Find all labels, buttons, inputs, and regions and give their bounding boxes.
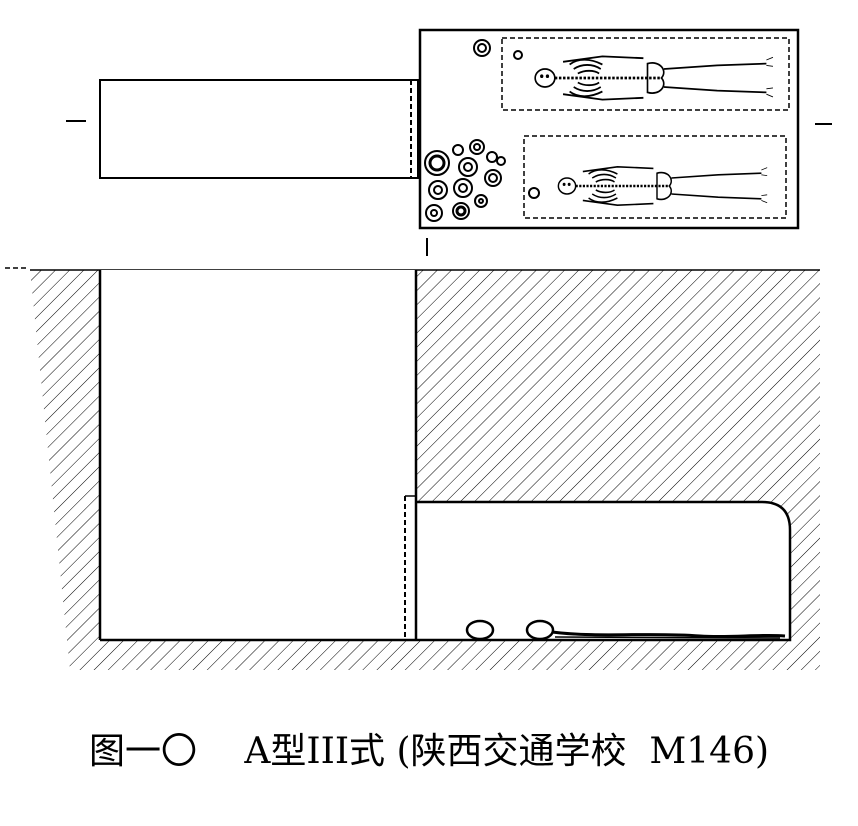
chamber [416,500,792,642]
grave-goods [424,39,540,222]
sealing-door [404,495,416,640]
section-view [5,267,820,670]
figure-caption: 图一〇 A型III式 (陕西交通学校 M146) [88,731,770,772]
floor-pot [465,619,495,641]
plan-passage [99,79,419,179]
skeleton-lower [557,165,769,207]
plan-view [66,28,832,256]
earth-hatching [30,270,820,670]
floor-skeleton [525,619,786,641]
coffin-upper [501,37,790,111]
coffin-lower [523,135,787,219]
skeleton-upper [533,55,775,101]
plan-chamber [418,28,800,230]
